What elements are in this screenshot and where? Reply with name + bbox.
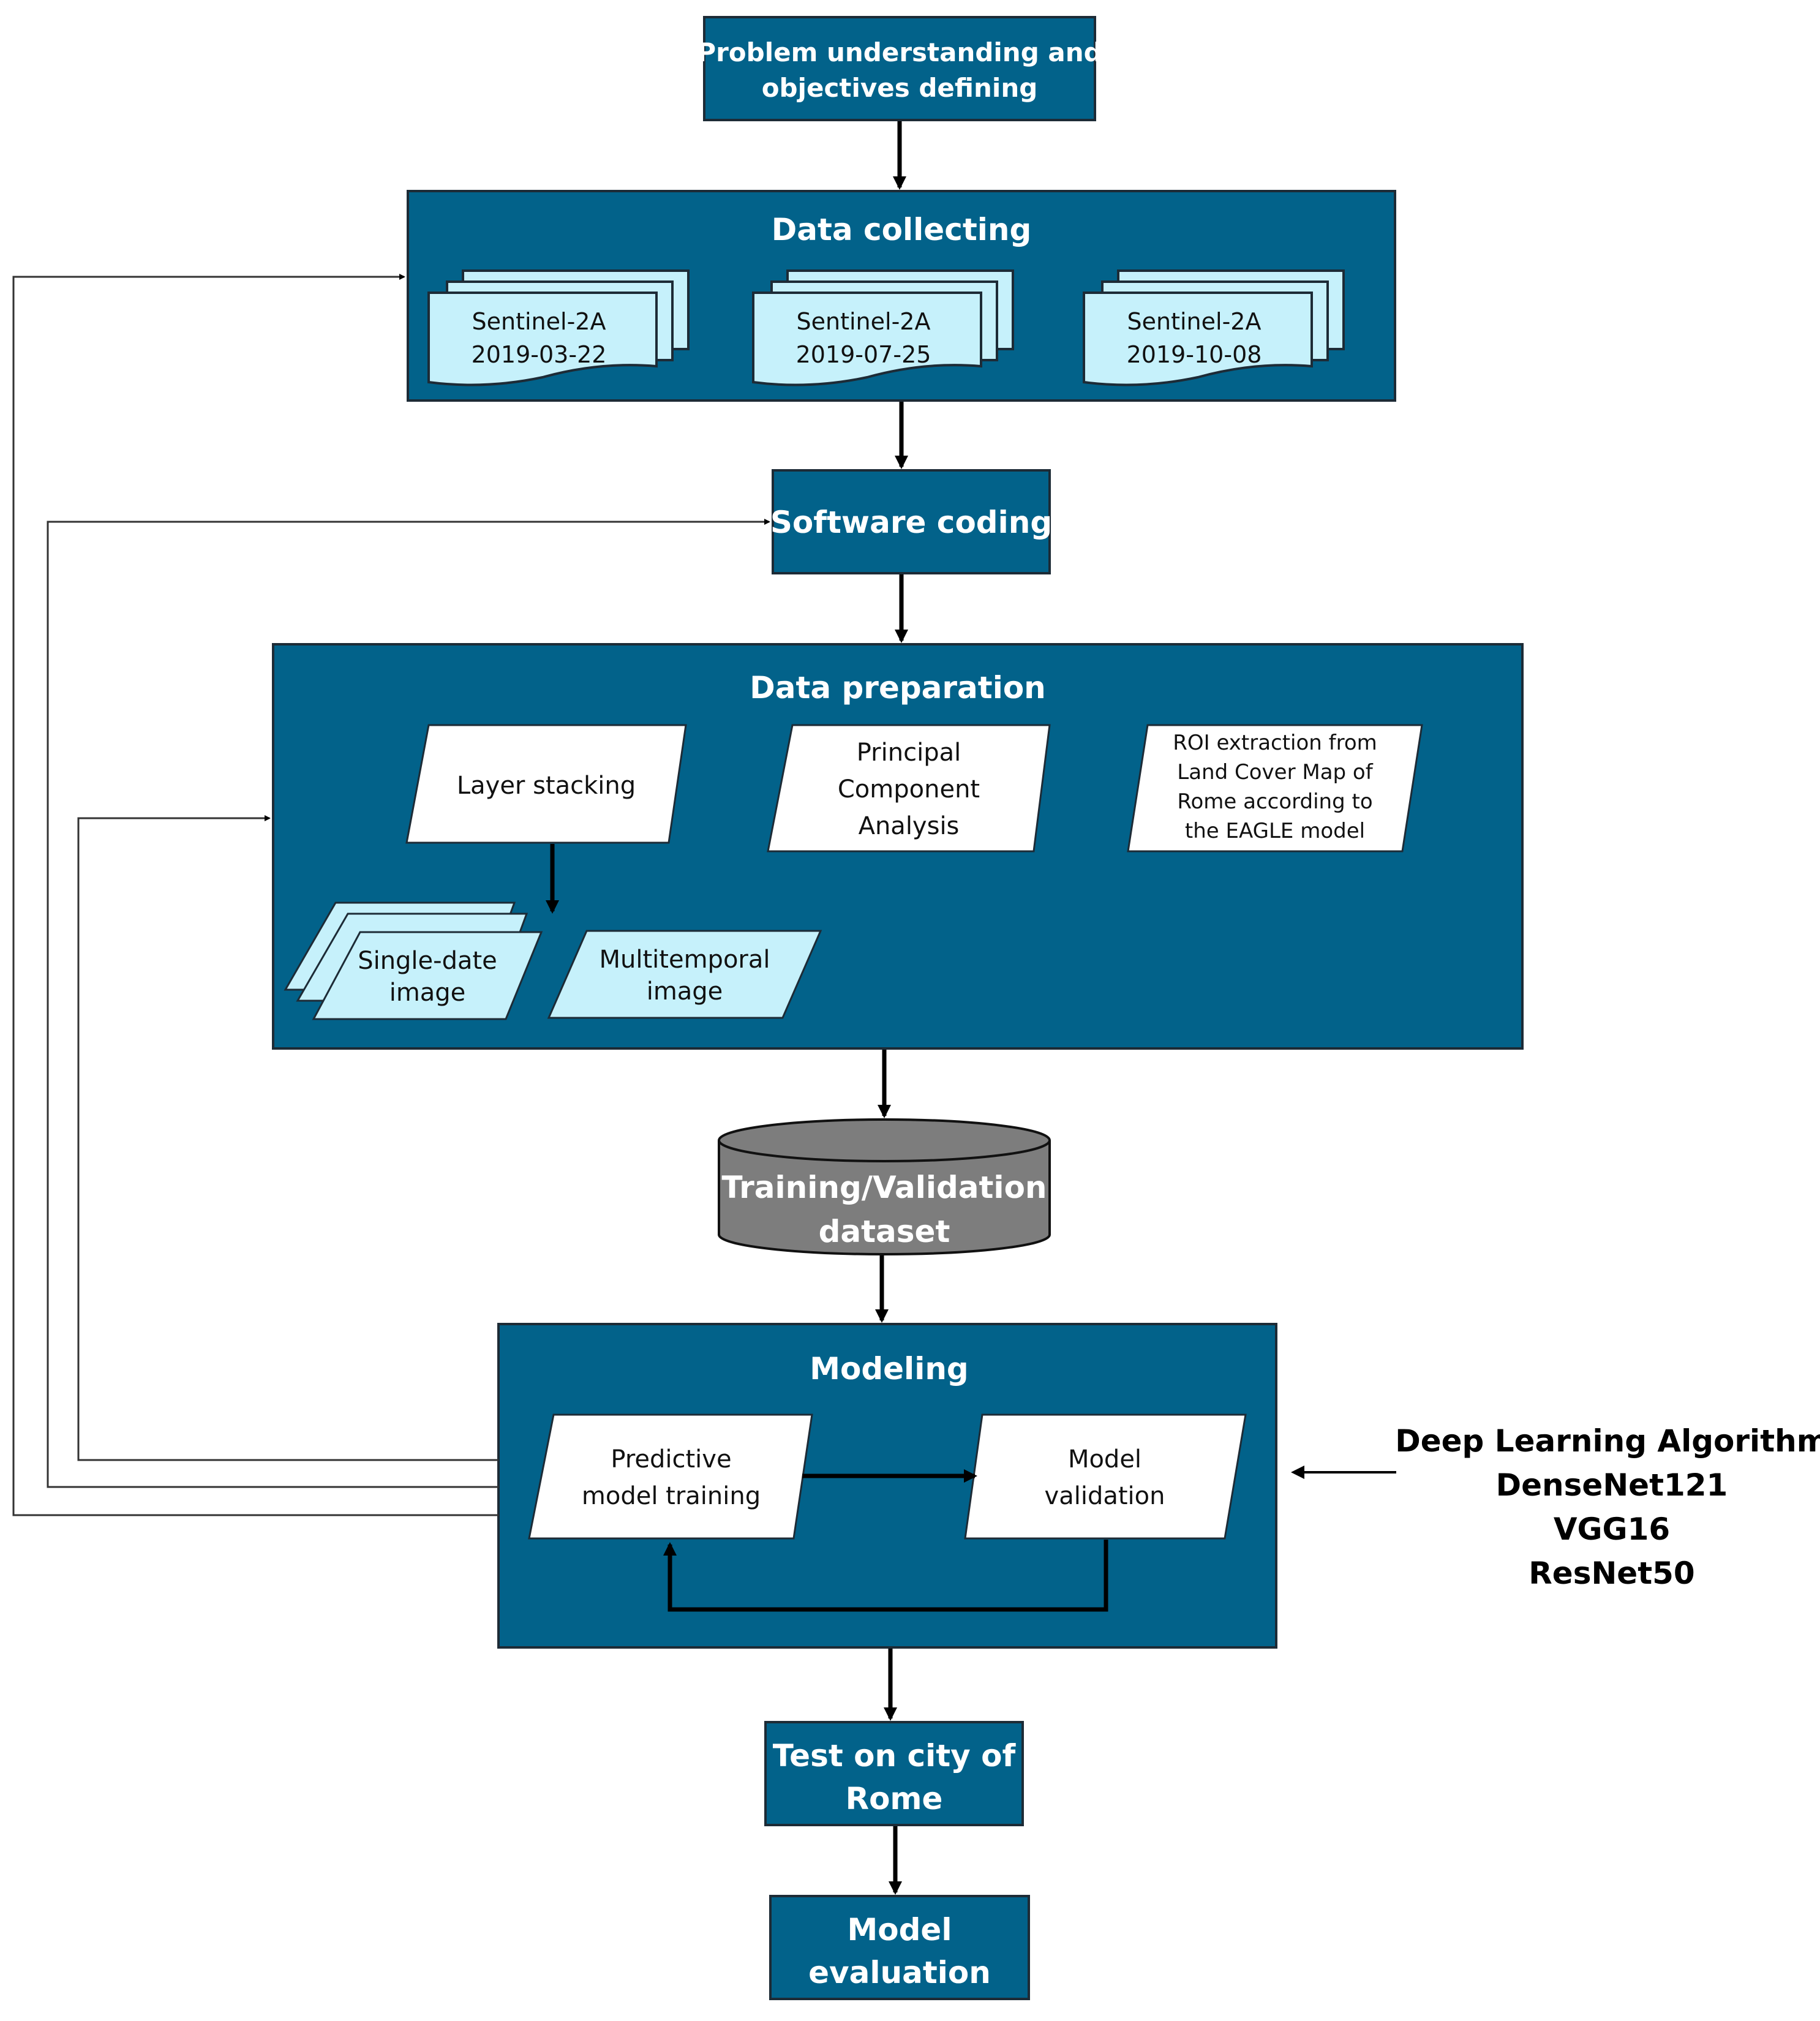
software-coding-title: Software coding [770, 505, 1052, 540]
sentinel-doc-2-line1: Sentinel-2A [797, 308, 931, 335]
validation-line1: Model [1068, 1445, 1141, 1473]
sentinel-doc-3-line1: Sentinel-2A [1127, 308, 1262, 335]
roi-extraction-step: ROI extraction from Land Cover Map of Ro… [1127, 724, 1423, 852]
roi-line1: ROI extraction from [1173, 731, 1377, 755]
data-preparation-node: Data preparation Layer stacking Principa… [272, 643, 1524, 1050]
algorithm-resnet50: ResNet50 [1529, 1556, 1694, 1591]
model-validation-step: Model validation [964, 1413, 1247, 1540]
sentinel-doc-1-line2: 2019-03-22 [472, 341, 607, 368]
layer-stacking-step: Layer stacking [405, 724, 687, 844]
sentinel-doc-3-line2: 2019-10-08 [1127, 341, 1262, 368]
training-line2: model training [582, 1482, 761, 1510]
image-stack-icon [312, 931, 543, 1020]
multitemporal-image: Multitemporal image [547, 930, 822, 1019]
feedback-to-data-collecting [12, 274, 498, 1516]
modeling-node: Modeling Predictive model training Model… [497, 1323, 1277, 1649]
problem-line2: objectives defining [762, 73, 1038, 103]
multitemporal-line1: Multitemporal [600, 946, 770, 974]
sentinel-doc-2-line2: 2019-07-25 [796, 341, 931, 368]
problem-box [703, 16, 1096, 121]
test-line1: Test on city of [773, 1738, 1017, 1774]
database-icon [718, 1140, 1051, 1255]
evaluation-box [769, 1895, 1030, 2000]
modeling-title: Modeling [810, 1351, 968, 1387]
test-line2: Rome [846, 1781, 943, 1816]
software-coding-box [772, 469, 1051, 574]
validation-line2: validation [1045, 1482, 1165, 1510]
evaluation-line2: evaluation [808, 1955, 991, 1990]
sentinel-doc-2: Sentinel-2A 2019-07-25 [752, 269, 1014, 386]
data-preparation-title: Data preparation [750, 670, 1046, 706]
model-training-step: Predictive model training [528, 1413, 813, 1540]
training-line1: Predictive [611, 1445, 731, 1473]
dataset-node: Training/Validation dataset [718, 1118, 1051, 1255]
document-stack-icon [752, 292, 982, 386]
sentinel-doc-1: Sentinel-2A 2019-03-22 [427, 269, 690, 386]
algorithms-title: Deep Learning Algorithm [1395, 1423, 1820, 1459]
algorithms-list: Deep Learning Algorithm DenseNet121 VGG1… [1395, 1423, 1820, 1591]
pca-line3: Analysis [859, 812, 960, 840]
single-date-line1: Single-date [358, 947, 497, 975]
roi-line3: Rome according to [1177, 789, 1372, 814]
evaluation-line1: Model [848, 1912, 952, 1948]
multitemporal-line2: image [647, 977, 723, 1006]
pca-line1: Principal [857, 739, 961, 767]
single-date-image: Single-date image [284, 901, 543, 1020]
pca-step: Principal Component Analysis [767, 724, 1051, 852]
sentinel-doc-3: Sentinel-2A 2019-10-08 [1083, 269, 1345, 386]
data-collecting-title: Data collecting [772, 212, 1032, 247]
problem-node: Problem understanding and objectives def… [697, 16, 1102, 121]
roi-line4: the EAGLE model [1185, 819, 1365, 843]
test-node: Test on city of Rome [764, 1721, 1024, 1826]
sentinel-doc-1-line1: Sentinel-2A [472, 308, 606, 335]
document-stack-icon [427, 292, 658, 386]
algorithm-densenet121: DenseNet121 [1496, 1467, 1728, 1503]
document-stack-icon [1083, 292, 1313, 386]
layer-stacking-label: Layer stacking [457, 772, 636, 800]
software-coding-node: Software coding [770, 469, 1052, 574]
dataset-line1: Training/Validation [721, 1170, 1047, 1205]
pca-line2: Component [838, 775, 980, 804]
roi-line2: Land Cover Map of [1177, 760, 1373, 785]
test-box [764, 1721, 1024, 1826]
problem-line1: Problem understanding and [697, 37, 1102, 67]
algorithm-vgg16: VGG16 [1554, 1511, 1670, 1547]
data-collecting-node: Data collecting Sentinel-2A 2019-03-22 S… [407, 190, 1396, 402]
feedback-to-data-preparation [77, 815, 498, 1461]
single-date-line2: image [389, 979, 466, 1007]
feedback-to-software-coding [47, 519, 770, 1488]
evaluation-node: Model evaluation [769, 1895, 1030, 2000]
arrow-validation-loop [663, 1540, 1108, 1612]
dataset-line2: dataset [819, 1214, 950, 1249]
